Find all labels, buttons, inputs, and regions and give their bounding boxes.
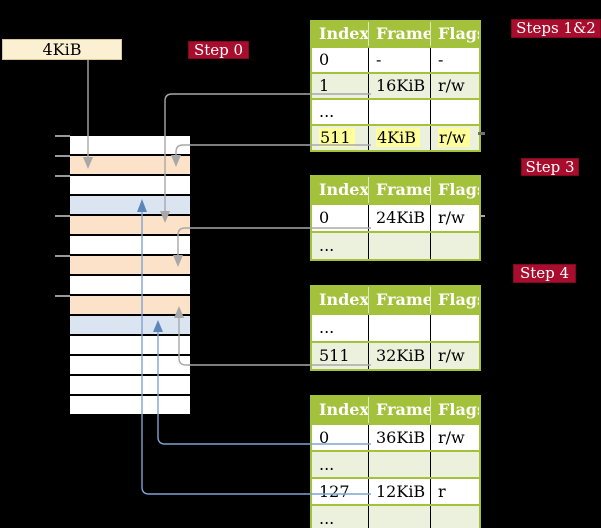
table-cell: 1 — [319, 76, 330, 95]
table-header-cell: Index — [319, 24, 368, 43]
memory-row-white — [70, 396, 190, 416]
table-cell: 24KiB — [368, 205, 430, 231]
table-cell — [430, 506, 479, 528]
table-cell: 127 — [319, 482, 350, 501]
memory-row-peach — [70, 256, 190, 276]
table-row: ... — [312, 231, 479, 259]
badge-step-0: Step 0 — [188, 41, 249, 59]
badge-step-4: Step 4 — [513, 264, 576, 283]
table-cell: - — [368, 48, 430, 72]
memory-tick — [55, 215, 70, 217]
memory-tick — [55, 295, 70, 297]
memory-row-white — [70, 376, 190, 396]
memory-row-peach — [70, 156, 190, 176]
table-cell: r/w — [430, 205, 479, 231]
table-cell: 0 — [319, 208, 330, 227]
table-header-cell: Flags — [430, 22, 479, 46]
table-cell: 32KiB — [368, 343, 430, 369]
table-cell — [430, 452, 479, 477]
table-header-cell: Frame — [368, 397, 430, 423]
table-cell: 16KiB — [368, 74, 430, 98]
memory-row-blue — [70, 196, 190, 216]
table-cell: 0 — [319, 50, 330, 69]
table-header-cell: Frame — [368, 177, 430, 203]
table-cell: 4KiB — [368, 126, 430, 150]
table-cell: ... — [319, 236, 335, 255]
table-cell — [430, 233, 479, 259]
table-header-row: IndexFrameFlags — [312, 397, 479, 423]
table-cell: 511 — [319, 346, 350, 365]
table-cell: r — [430, 479, 479, 504]
badge-steps-1-2: Steps 1&2 — [511, 19, 601, 38]
highlighted-value: 4KiB — [376, 128, 421, 147]
table-header-cell: Frame — [368, 22, 430, 46]
table-header-cell: Index — [319, 290, 368, 309]
memory-row-white — [70, 176, 190, 196]
table-cell: r/w — [430, 74, 479, 98]
memory-row-blue — [70, 316, 190, 336]
memory-row-white — [70, 136, 190, 156]
memory-row-white — [70, 276, 190, 296]
table-cell: - — [430, 48, 479, 72]
table-cell: 36KiB — [368, 425, 430, 450]
table-cell: r/w — [430, 343, 479, 369]
table-cell: 12KiB — [368, 479, 430, 504]
memory-row-peach — [70, 216, 190, 236]
table-cell: ... — [319, 318, 335, 337]
table-cell — [368, 100, 430, 124]
memory-tick — [55, 135, 70, 137]
memory-tick — [55, 155, 70, 157]
memory-column — [70, 136, 190, 416]
badge-step-3: Step 3 — [521, 158, 579, 176]
row-marker-table1-511 — [478, 132, 485, 135]
table-cell — [368, 233, 430, 259]
table-cell: 0 — [319, 428, 330, 447]
table-cell: ... — [319, 102, 335, 121]
memory-row-peach — [70, 296, 190, 316]
table-cell — [430, 315, 479, 341]
table-cell — [368, 506, 430, 528]
table-header-cell: Flags — [430, 397, 479, 423]
table-cell: r/w — [430, 126, 479, 150]
table-header-row: IndexFrameFlags — [312, 177, 479, 203]
page-table-2: IndexFrameFlags 0 24KiBr/w... — [310, 175, 481, 261]
table-row: ... — [312, 504, 479, 528]
table-header-cell: Index — [319, 400, 368, 419]
memory-row-white — [70, 356, 190, 376]
table-row: ... — [312, 450, 479, 477]
table-cell — [368, 315, 430, 341]
table-header-cell: Index — [319, 180, 368, 199]
table-header-cell: Flags — [430, 177, 479, 203]
highlighted-value: r/w — [438, 128, 470, 147]
table-row: 0 -- — [312, 46, 479, 72]
memory-tick — [55, 255, 70, 257]
table-header-row: IndexFrameFlags — [312, 22, 479, 46]
table-row: 511 4KiB r/w — [312, 124, 479, 150]
table-header-cell: Flags — [430, 287, 479, 313]
table-cell: 511 — [312, 126, 368, 150]
row-marker-table2-0 — [479, 215, 485, 217]
memory-tick — [55, 175, 70, 177]
table-cell: ... — [319, 455, 335, 474]
table-row: ... — [312, 313, 479, 341]
highlighted-value: 511 — [319, 128, 355, 147]
memory-row-white — [70, 336, 190, 356]
table-cell: ... — [319, 509, 335, 528]
table-header-row: IndexFrameFlags — [312, 287, 479, 313]
table-header-cell: Frame — [368, 287, 430, 313]
table-cell — [368, 452, 430, 477]
table-cell — [430, 100, 479, 124]
frame-4kib-box: 4KiB — [2, 39, 122, 60]
memory-row-white — [70, 236, 190, 256]
table-cell: r/w — [430, 425, 479, 450]
table-row: ... — [312, 98, 479, 124]
